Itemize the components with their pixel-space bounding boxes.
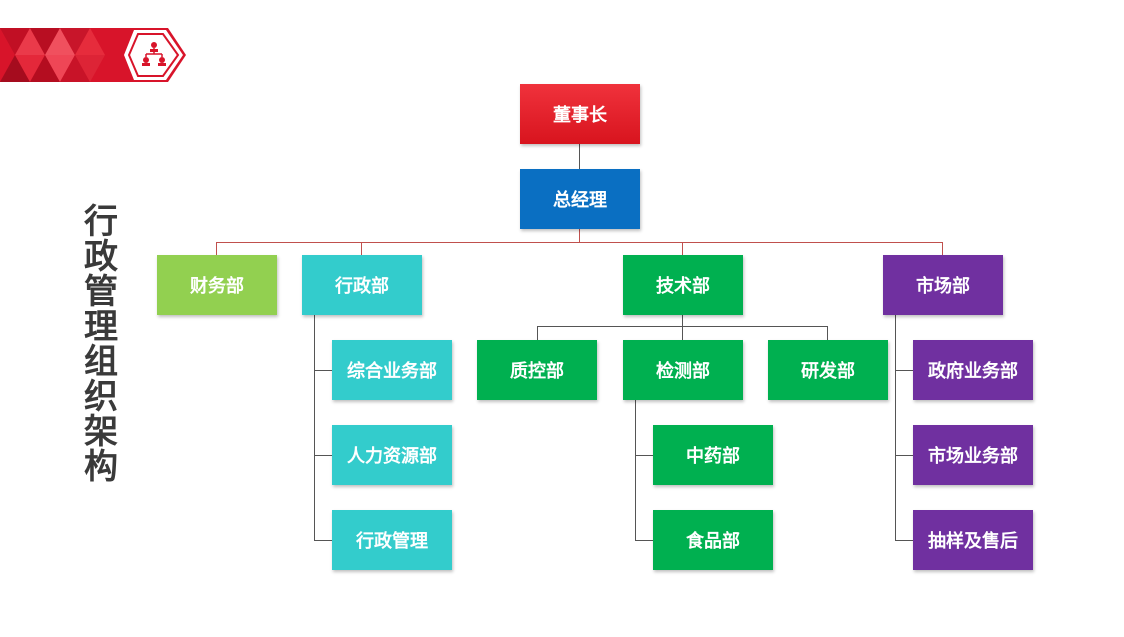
node-tech: 技术部: [623, 255, 743, 315]
node-label: 食品部: [686, 531, 740, 552]
node-market: 市场部: [883, 255, 1003, 315]
node-label: 综合业务部: [347, 361, 437, 382]
page-title: 行 政 管 理 组 织 架 构: [79, 205, 123, 485]
node-label: 董事长: [553, 105, 607, 126]
node-label: 抽样及售后: [928, 531, 1018, 552]
node-chairman: 董事长: [520, 84, 640, 144]
node-label: 检测部: [656, 361, 710, 382]
node-label: 市场部: [916, 276, 970, 297]
node-admin-hr: 人力资源部: [332, 425, 452, 485]
node-label: 中药部: [686, 446, 740, 467]
node-general-manager: 总经理: [520, 169, 640, 229]
title-char: 理: [84, 307, 118, 347]
node-test-food: 食品部: [653, 510, 773, 570]
node-label: 政府业务部: [928, 361, 1018, 382]
title-char: 政: [84, 237, 118, 277]
node-admin-general: 综合业务部: [332, 340, 452, 400]
node-label: 质控部: [510, 361, 564, 382]
node-test-tcm: 中药部: [653, 425, 773, 485]
node-label: 人力资源部: [347, 446, 437, 467]
title-char: 行: [84, 202, 118, 242]
node-label: 研发部: [801, 361, 855, 382]
title-char: 组: [84, 342, 118, 382]
title-char: 管: [84, 272, 118, 312]
node-finance: 财务部: [157, 255, 277, 315]
node-market-gov: 政府业务部: [913, 340, 1033, 400]
node-label: 行政管理: [356, 531, 428, 552]
node-label: 行政部: [335, 276, 389, 297]
header-banner: [0, 28, 186, 82]
title-char: 构: [84, 447, 118, 487]
node-tech-rd: 研发部: [768, 340, 888, 400]
title-char: 架: [84, 412, 118, 452]
node-label: 市场业务部: [928, 446, 1018, 467]
node-label: 总经理: [553, 190, 607, 211]
org-chart-icon: [142, 42, 166, 66]
node-admin-mgmt: 行政管理: [332, 510, 452, 570]
node-market-biz: 市场业务部: [913, 425, 1033, 485]
node-tech-qc: 质控部: [477, 340, 597, 400]
node-admin: 行政部: [302, 255, 422, 315]
node-label: 技术部: [656, 276, 710, 297]
title-char: 织: [84, 377, 118, 417]
node-tech-test: 检测部: [623, 340, 743, 400]
node-market-sampling: 抽样及售后: [913, 510, 1033, 570]
node-label: 财务部: [190, 276, 244, 297]
